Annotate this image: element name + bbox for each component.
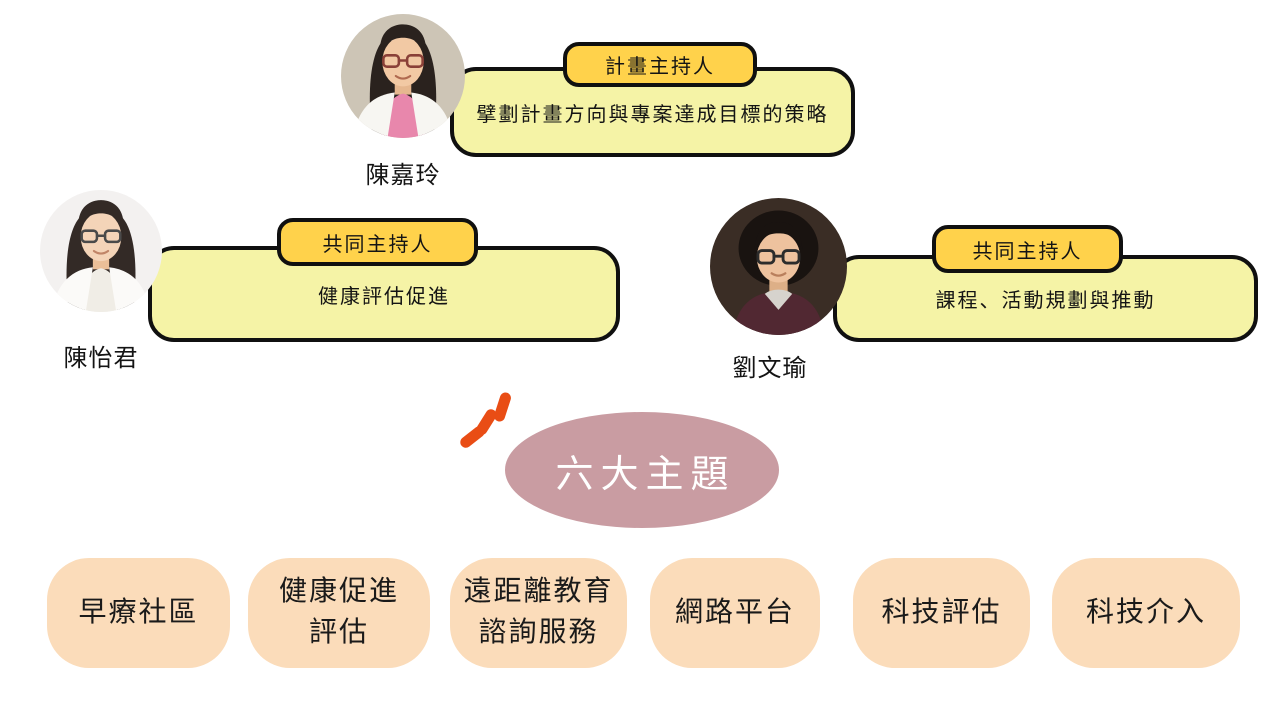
accent-dash-icon xyxy=(492,391,513,423)
role-badge-co-lead-right: 共同主持人 xyxy=(932,225,1123,273)
person-name: 陳嘉玲 xyxy=(365,163,441,189)
theme-box-technology-intervention: 科技介入 xyxy=(1052,558,1240,668)
theme-box-early-intervention-community: 早療社區 xyxy=(47,558,230,668)
role-badge-label: 計畫主持人 xyxy=(605,56,715,78)
role-badge-label: 共同主持人 xyxy=(972,240,1083,263)
role-badge-label: 共同主持人 xyxy=(322,233,433,256)
panel-description: 健康評估促進 xyxy=(318,285,450,308)
photo-project-lead xyxy=(341,14,465,138)
person-name: 劉文瑜 xyxy=(732,356,808,382)
theme-label: 科技介入 xyxy=(1085,596,1206,628)
person-name: 陳怡君 xyxy=(63,346,139,372)
role-badge-project-lead: 計畫主持人 xyxy=(563,42,757,87)
theme-label: 科技評估 xyxy=(881,596,1002,628)
theme-box-technology-assessment: 科技評估 xyxy=(853,558,1030,668)
theme-label: 遠距離教育 諮詢服務 xyxy=(463,576,614,648)
accent-dash-icon xyxy=(458,424,487,450)
photo-co-lead-right xyxy=(710,198,847,335)
theme-label: 網路平台 xyxy=(674,596,795,628)
panel-co-lead-left: 健康評估促進 xyxy=(148,246,620,342)
role-badge-co-lead-left: 共同主持人 xyxy=(277,218,478,266)
theme-box-health-promotion-assessment: 健康促進 評估 xyxy=(248,558,430,668)
center-topic-ellipse: 六大主題 xyxy=(505,412,779,528)
theme-label: 健康促進 評估 xyxy=(278,576,399,648)
panel-description: 課程、活動規劃與推動 xyxy=(935,290,1156,312)
center-topic-label: 六大主題 xyxy=(555,453,736,496)
theme-box-web-platform: 網路平台 xyxy=(650,558,820,668)
panel-description: 擘劃計畫方向與專案達成目標的策略 xyxy=(476,103,829,126)
theme-label: 早療社區 xyxy=(78,596,199,628)
photo-co-lead-left xyxy=(40,190,162,312)
theme-box-distance-education-consulting: 遠距離教育 諮詢服務 xyxy=(450,558,627,668)
